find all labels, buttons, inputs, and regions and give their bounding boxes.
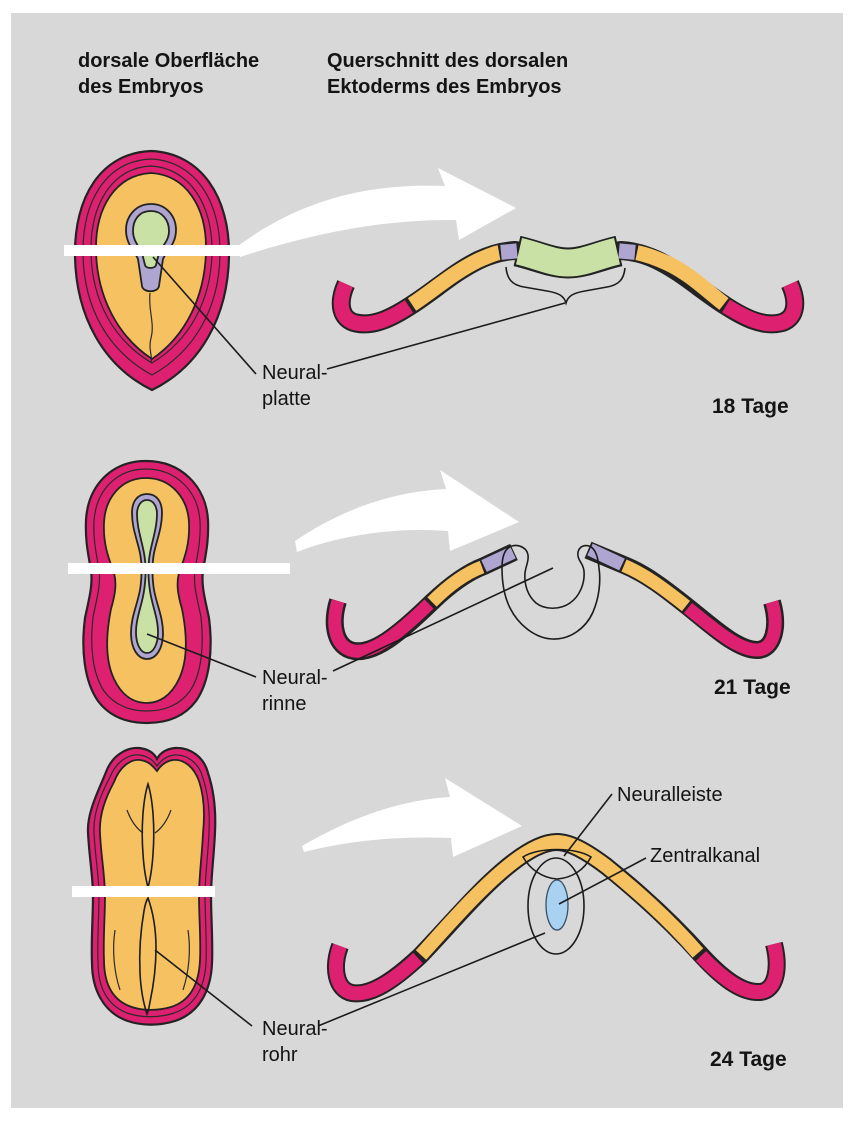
leader-line-neuralplatte-right <box>326 302 566 370</box>
neural-crest-wedge <box>521 848 593 880</box>
embryo-layer-line <box>93 754 210 1018</box>
day-label-21-tage: 21 Tage <box>714 676 791 699</box>
leader-line-neuralrohr-right <box>317 932 546 1027</box>
column-header-dorsal-surface: dorsale Oberfläche des Embryos <box>78 50 260 98</box>
neural-tube <box>527 857 585 955</box>
neural-fold-left <box>481 546 516 572</box>
central-canal <box>545 879 569 931</box>
neural-tube-lower <box>138 896 157 1017</box>
leader-line-neuralrinne-left <box>146 633 257 678</box>
epidermis-left <box>329 943 423 1001</box>
leader-line-neuralrinne-right <box>332 567 554 672</box>
embryo-dorsal-view-18d <box>64 149 240 392</box>
embryo-layer-line <box>90 165 213 364</box>
neural-crest-left <box>500 243 518 260</box>
neural-plate-area <box>132 210 170 269</box>
embryo-dorsal-view-21d <box>68 459 290 725</box>
label-neuralplatte: Neural- platte <box>262 362 328 410</box>
cross-section-21d <box>325 541 784 661</box>
section-plane-18d <box>64 245 240 256</box>
brace-neural-plate <box>505 266 626 306</box>
neural-groove-area <box>135 499 159 654</box>
label-neuralrohr: Neural- rohr <box>262 1018 328 1066</box>
day-label-24-tage: 24 Tage <box>710 1048 787 1071</box>
leader-line-zentralkanal <box>558 857 647 905</box>
embryo-layer-line <box>91 468 203 712</box>
epidermis-right <box>683 600 782 657</box>
epidermis-top <box>415 834 704 960</box>
ectoderm-right <box>621 559 691 612</box>
leader-line-neuralleiste <box>563 793 613 857</box>
cross-section-18d <box>331 235 805 334</box>
primitive-streak-line <box>149 292 153 364</box>
ectoderm-left <box>427 560 485 607</box>
embryo-body <box>99 759 205 1011</box>
neural-plate-band <box>515 238 621 277</box>
swoosh-arrow-21d-icon <box>295 470 519 552</box>
body-contour-left <box>113 929 121 991</box>
neural-crest-right <box>618 243 636 260</box>
body-contour-right <box>182 929 190 991</box>
somite-line-right <box>154 809 172 834</box>
ectoderm-right <box>635 245 729 310</box>
neural-groove <box>501 544 601 640</box>
epidermis-left <box>328 599 434 658</box>
epidermis-right <box>695 942 784 1000</box>
section-plane-21d <box>68 563 290 574</box>
section-plane-24d <box>72 886 215 897</box>
ectoderm-left <box>407 245 501 311</box>
swoosh-arrow-18d-icon <box>238 168 516 257</box>
leader-line-neuralplatte-left <box>152 256 257 375</box>
epidermis-right <box>722 280 803 332</box>
label-neuralleiste: Neuralleiste <box>617 784 723 806</box>
cross-section-24d <box>327 832 786 1003</box>
epidermis-left <box>333 280 414 332</box>
column-header-cross-section: Querschnitt des dorsalen Ektoderms des E… <box>327 50 569 98</box>
swoosh-arrow-24d-icon <box>302 778 522 857</box>
day-label-18-tage: 18 Tage <box>712 395 789 418</box>
somite-line-left <box>126 809 144 834</box>
leader-line-neuralrohr-left <box>154 949 253 1027</box>
embryo-layer-line <box>82 158 221 376</box>
embryo-dorsal-view-24d <box>72 746 217 1026</box>
label-neuralrinne: Neural- rinne <box>262 667 328 715</box>
label-zentralkanal: Zentralkanal <box>650 845 761 867</box>
